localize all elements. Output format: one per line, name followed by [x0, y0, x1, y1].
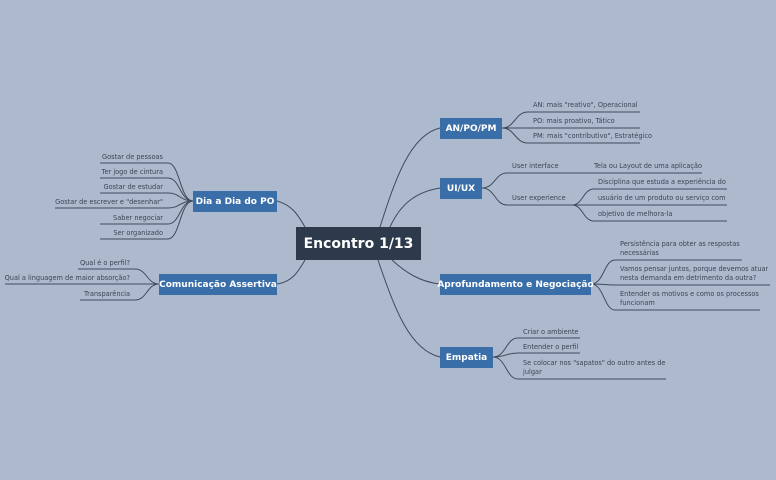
leaf-user-interface-detail[interactable]: Tela ou Layout de uma aplicação — [594, 162, 703, 170]
leaf-ux-detail-3[interactable]: objetivo de melhora-la — [598, 210, 673, 218]
leaf-gostar-escrever[interactable]: Gostar de escrever e "desenhar" — [55, 198, 163, 206]
leaf-user-interface[interactable]: User interface — [512, 162, 559, 170]
topic-an-po-pm[interactable]: AN/PO/PM — [440, 118, 502, 139]
leaf-persistencia-line-1: Persistência para obter as respostas — [620, 240, 740, 248]
connector-an-leaf-2 — [501, 127, 640, 144]
leaf-pensar-juntos-line-2: nesta demanda em detrimento da outra? — [620, 273, 757, 282]
leaf-persistencia-line-2: necessárias — [620, 248, 659, 257]
leaf-an-reativo[interactable]: AN: mais "reativo", Operacional — [533, 101, 638, 109]
leaf-entender-perfil[interactable]: Entender o perfil — [523, 343, 579, 351]
leaf-criar-ambiente[interactable]: Criar o ambiente — [523, 328, 579, 336]
leaf-sapatos-line-1: Se colocar nos "sapatos" do outro antes … — [523, 359, 666, 367]
connector-central-aprofundamento — [391, 259, 441, 285]
leaf-entender-motivos[interactable]: Entender os motivos e como os processos … — [620, 290, 759, 307]
connector-ux-user-experience — [481, 187, 572, 206]
topic-empatia[interactable]: Empatia — [440, 347, 493, 368]
leaf-persistencia[interactable]: Persistência para obter as respostas nec… — [620, 240, 740, 257]
topic-ui-ux[interactable]: UI/UX — [440, 178, 482, 199]
leaf-transparencia[interactable]: Transparência — [84, 290, 130, 298]
leaf-pensar-juntos[interactable]: Vamos pensar juntos, porque devemos atua… — [620, 265, 768, 282]
leaf-pm-contributivo[interactable]: PM: mais "contributivo", Estratégico — [533, 132, 653, 140]
connector-aprof-leaf-2 — [590, 283, 760, 311]
leaf-qual-perfil[interactable]: Qual é o perfil? — [79, 259, 130, 267]
leaf-jogo-cintura[interactable]: Ter jogo de cintura — [101, 168, 163, 176]
leaf-po-proativo[interactable]: PO: mais proativo, Tático — [533, 117, 615, 125]
leaf-gostar-estudar[interactable]: Gostar de estudar — [103, 183, 163, 191]
connector-empatia-leaf-0 — [492, 337, 580, 358]
connector-com-leaf-2 — [80, 283, 160, 301]
connector-central-comunicacao — [276, 259, 306, 285]
connector-central-empatia — [377, 259, 441, 358]
leaf-entender-motivos-line-1: Entender os motivos e como os processos — [620, 290, 759, 298]
topic-aprofundamento-negociacao[interactable]: Aprofundamento e Negociação — [437, 274, 594, 295]
connector-dia-leaf-1 — [100, 177, 194, 202]
connector-dia-leaf-5 — [100, 200, 194, 240]
leaf-saber-negociar[interactable]: Saber negociar — [113, 214, 163, 222]
leaf-linguagem[interactable]: Qual a linguagem de maior absorção? — [4, 274, 130, 282]
leaf-sapatos[interactable]: Se colocar nos "sapatos" do outro antes … — [523, 359, 665, 376]
leaf-pensar-juntos-line-1: Vamos pensar juntos, porque devemos atua… — [620, 265, 769, 273]
connector-central-dia-a-dia — [276, 200, 306, 228]
leaf-ux-detail-2[interactable]: usuário de um produto ou serviço com — [598, 194, 726, 202]
connector-aprof-leaf-1 — [590, 283, 770, 286]
connector-com-leaf-0 — [78, 268, 160, 285]
leaf-entender-motivos-line-2: funcionam — [620, 298, 655, 307]
connector-ui-user-interface — [481, 172, 572, 189]
central-topic[interactable]: Encontro 1/13 — [296, 227, 421, 260]
connector-aprof-leaf-0 — [590, 259, 742, 285]
connector-ux-detail-2 — [571, 204, 727, 222]
connector-central-an-po-pm — [379, 127, 441, 228]
connector-empatia-leaf-1 — [492, 352, 580, 358]
connector-empatia-leaf-2 — [492, 356, 666, 380]
leaf-ux-detail-1[interactable]: Disciplina que estuda a experiência do — [598, 178, 726, 186]
leaf-user-experience[interactable]: User experience — [512, 194, 566, 202]
leaf-sapatos-line-2: julgar — [523, 367, 542, 376]
topic-comunicacao-assertiva[interactable]: Comunicação Assertiva — [159, 274, 277, 295]
connector-central-ui-ux — [389, 187, 441, 228]
connector-ux-detail-0 — [571, 188, 727, 206]
leaf-gostar-pessoas[interactable]: Gostar de pessoas — [102, 153, 163, 161]
connector-an-leaf-0 — [501, 111, 640, 129]
connector-dia-leaf-2 — [100, 192, 194, 202]
topic-dia-a-dia-do-po[interactable]: Dia a Dia do PO — [193, 191, 277, 212]
connector-dia-leaf-0 — [100, 162, 194, 202]
leaf-ser-organizado[interactable]: Ser organizado — [113, 229, 163, 237]
